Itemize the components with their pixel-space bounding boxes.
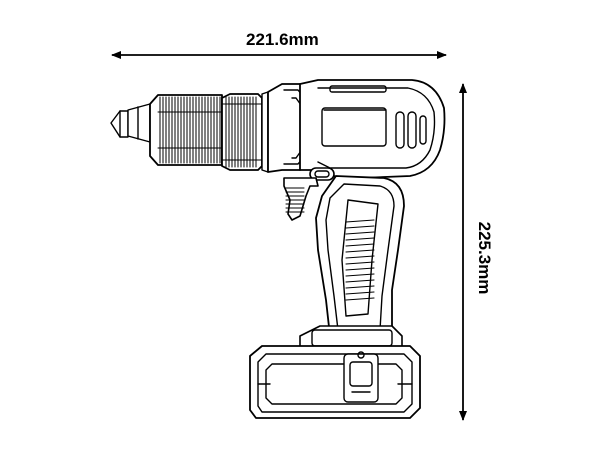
chuck-sleeve <box>149 94 223 166</box>
height-dimension-label: 225.3mm <box>475 221 494 295</box>
torque-collar <box>221 93 263 171</box>
trigger <box>283 177 319 221</box>
width-dimension-label: 221.6mm <box>246 30 319 49</box>
chuck-nose <box>127 103 151 143</box>
handle-grip <box>315 175 405 337</box>
motor-housing <box>299 79 446 179</box>
battery-pack <box>249 345 421 419</box>
vent-slots <box>395 111 427 149</box>
direction-switch-button <box>309 167 335 181</box>
drill-drawing <box>110 79 446 419</box>
drill-bit-tip <box>110 110 129 138</box>
